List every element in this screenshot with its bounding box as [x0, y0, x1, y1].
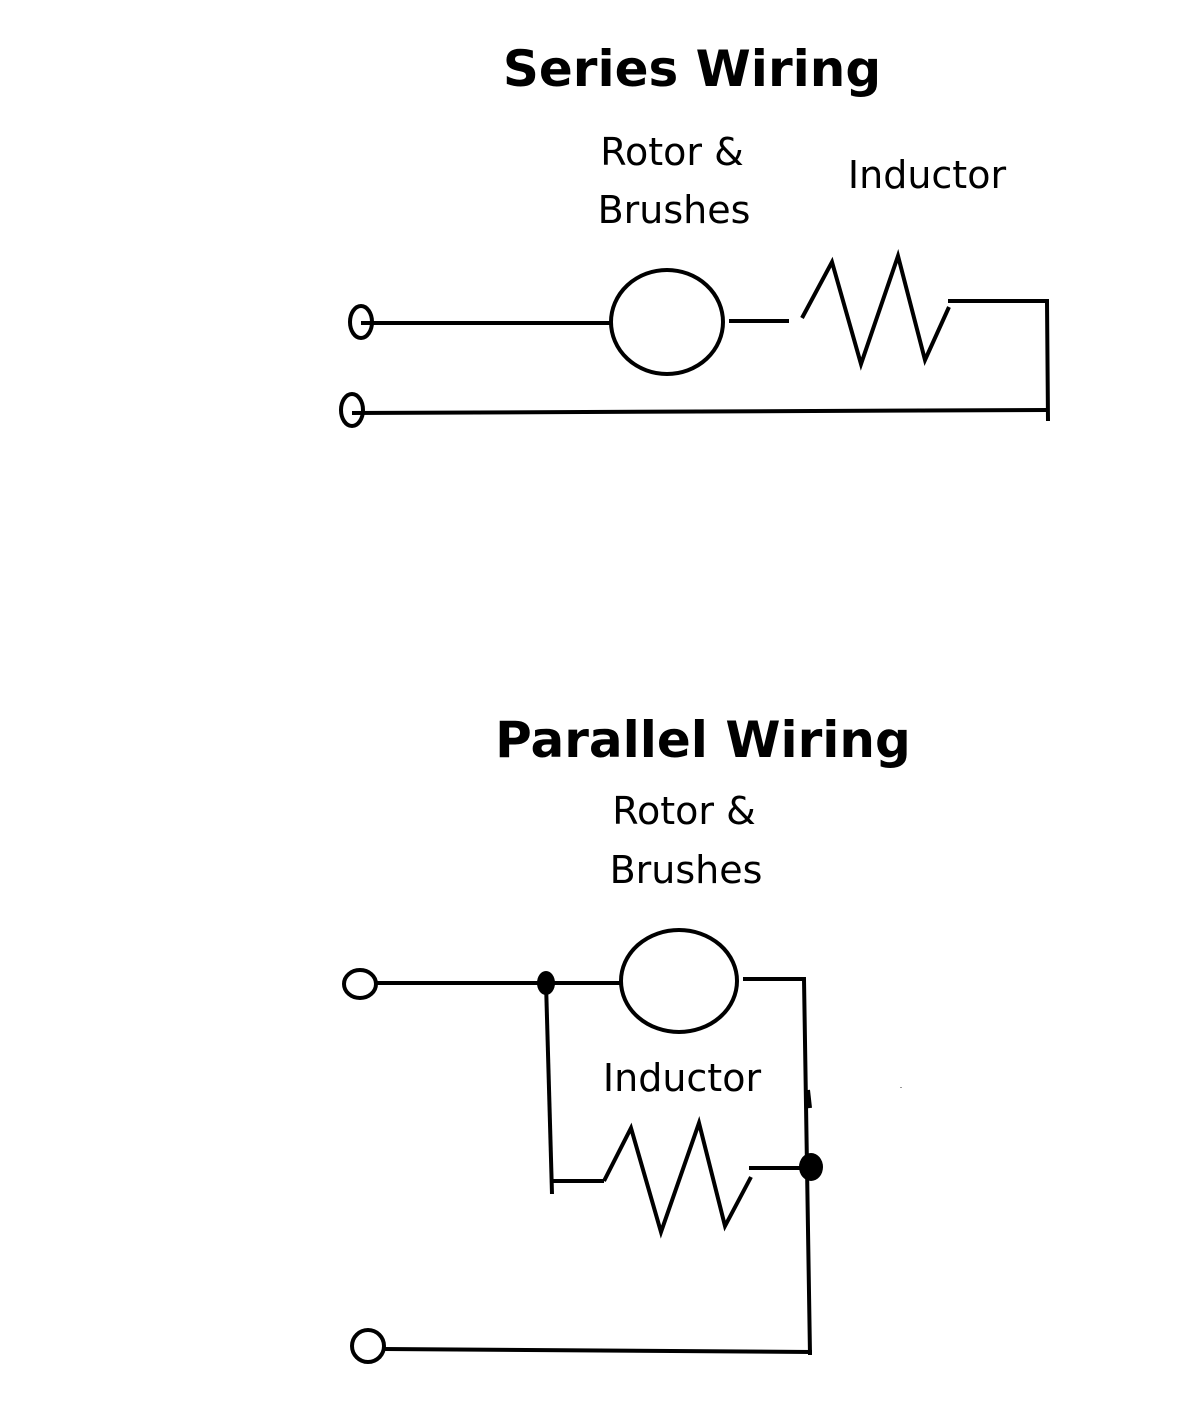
series-rotor-label-line1: Rotor & — [600, 130, 743, 174]
parallel-rotor — [619, 928, 739, 1034]
series-inductor-label: Inductor — [848, 153, 1007, 197]
parallel-rotor-label-line2: Brushes — [610, 848, 763, 892]
series-terminal-bottom — [339, 392, 365, 428]
parallel-terminal-top — [342, 968, 378, 1000]
parallel-rotor-label-line1: Rotor & — [612, 789, 755, 833]
parallel-title: Parallel Wiring — [495, 711, 911, 769]
parallel-inductor-label: Inductor — [603, 1056, 762, 1100]
stray-mark — [900, 1087, 902, 1088]
parallel-branch-right — [743, 977, 812, 1356]
parallel-branch-left — [544, 982, 554, 1195]
parallel-circuit: Parallel Wiring Rotor & Brushes Inductor — [342, 711, 911, 1364]
series-wire-return-bottom — [351, 408, 1049, 415]
series-title: Series Wiring — [503, 40, 881, 98]
series-inductor — [800, 249, 951, 371]
series-wire-return-right — [948, 299, 1050, 422]
parallel-inductor — [602, 1116, 753, 1239]
series-rotor-label-line2: Brushes — [598, 188, 751, 232]
parallel-wire-stub — [806, 1089, 812, 1109]
series-rotor — [609, 268, 725, 376]
parallel-terminal-bottom — [350, 1328, 386, 1364]
parallel-wire-return-bottom — [383, 1347, 813, 1354]
series-circuit: Series Wiring Rotor & Brushes Inductor — [339, 40, 1050, 428]
parallel-junction-right — [799, 1153, 823, 1181]
